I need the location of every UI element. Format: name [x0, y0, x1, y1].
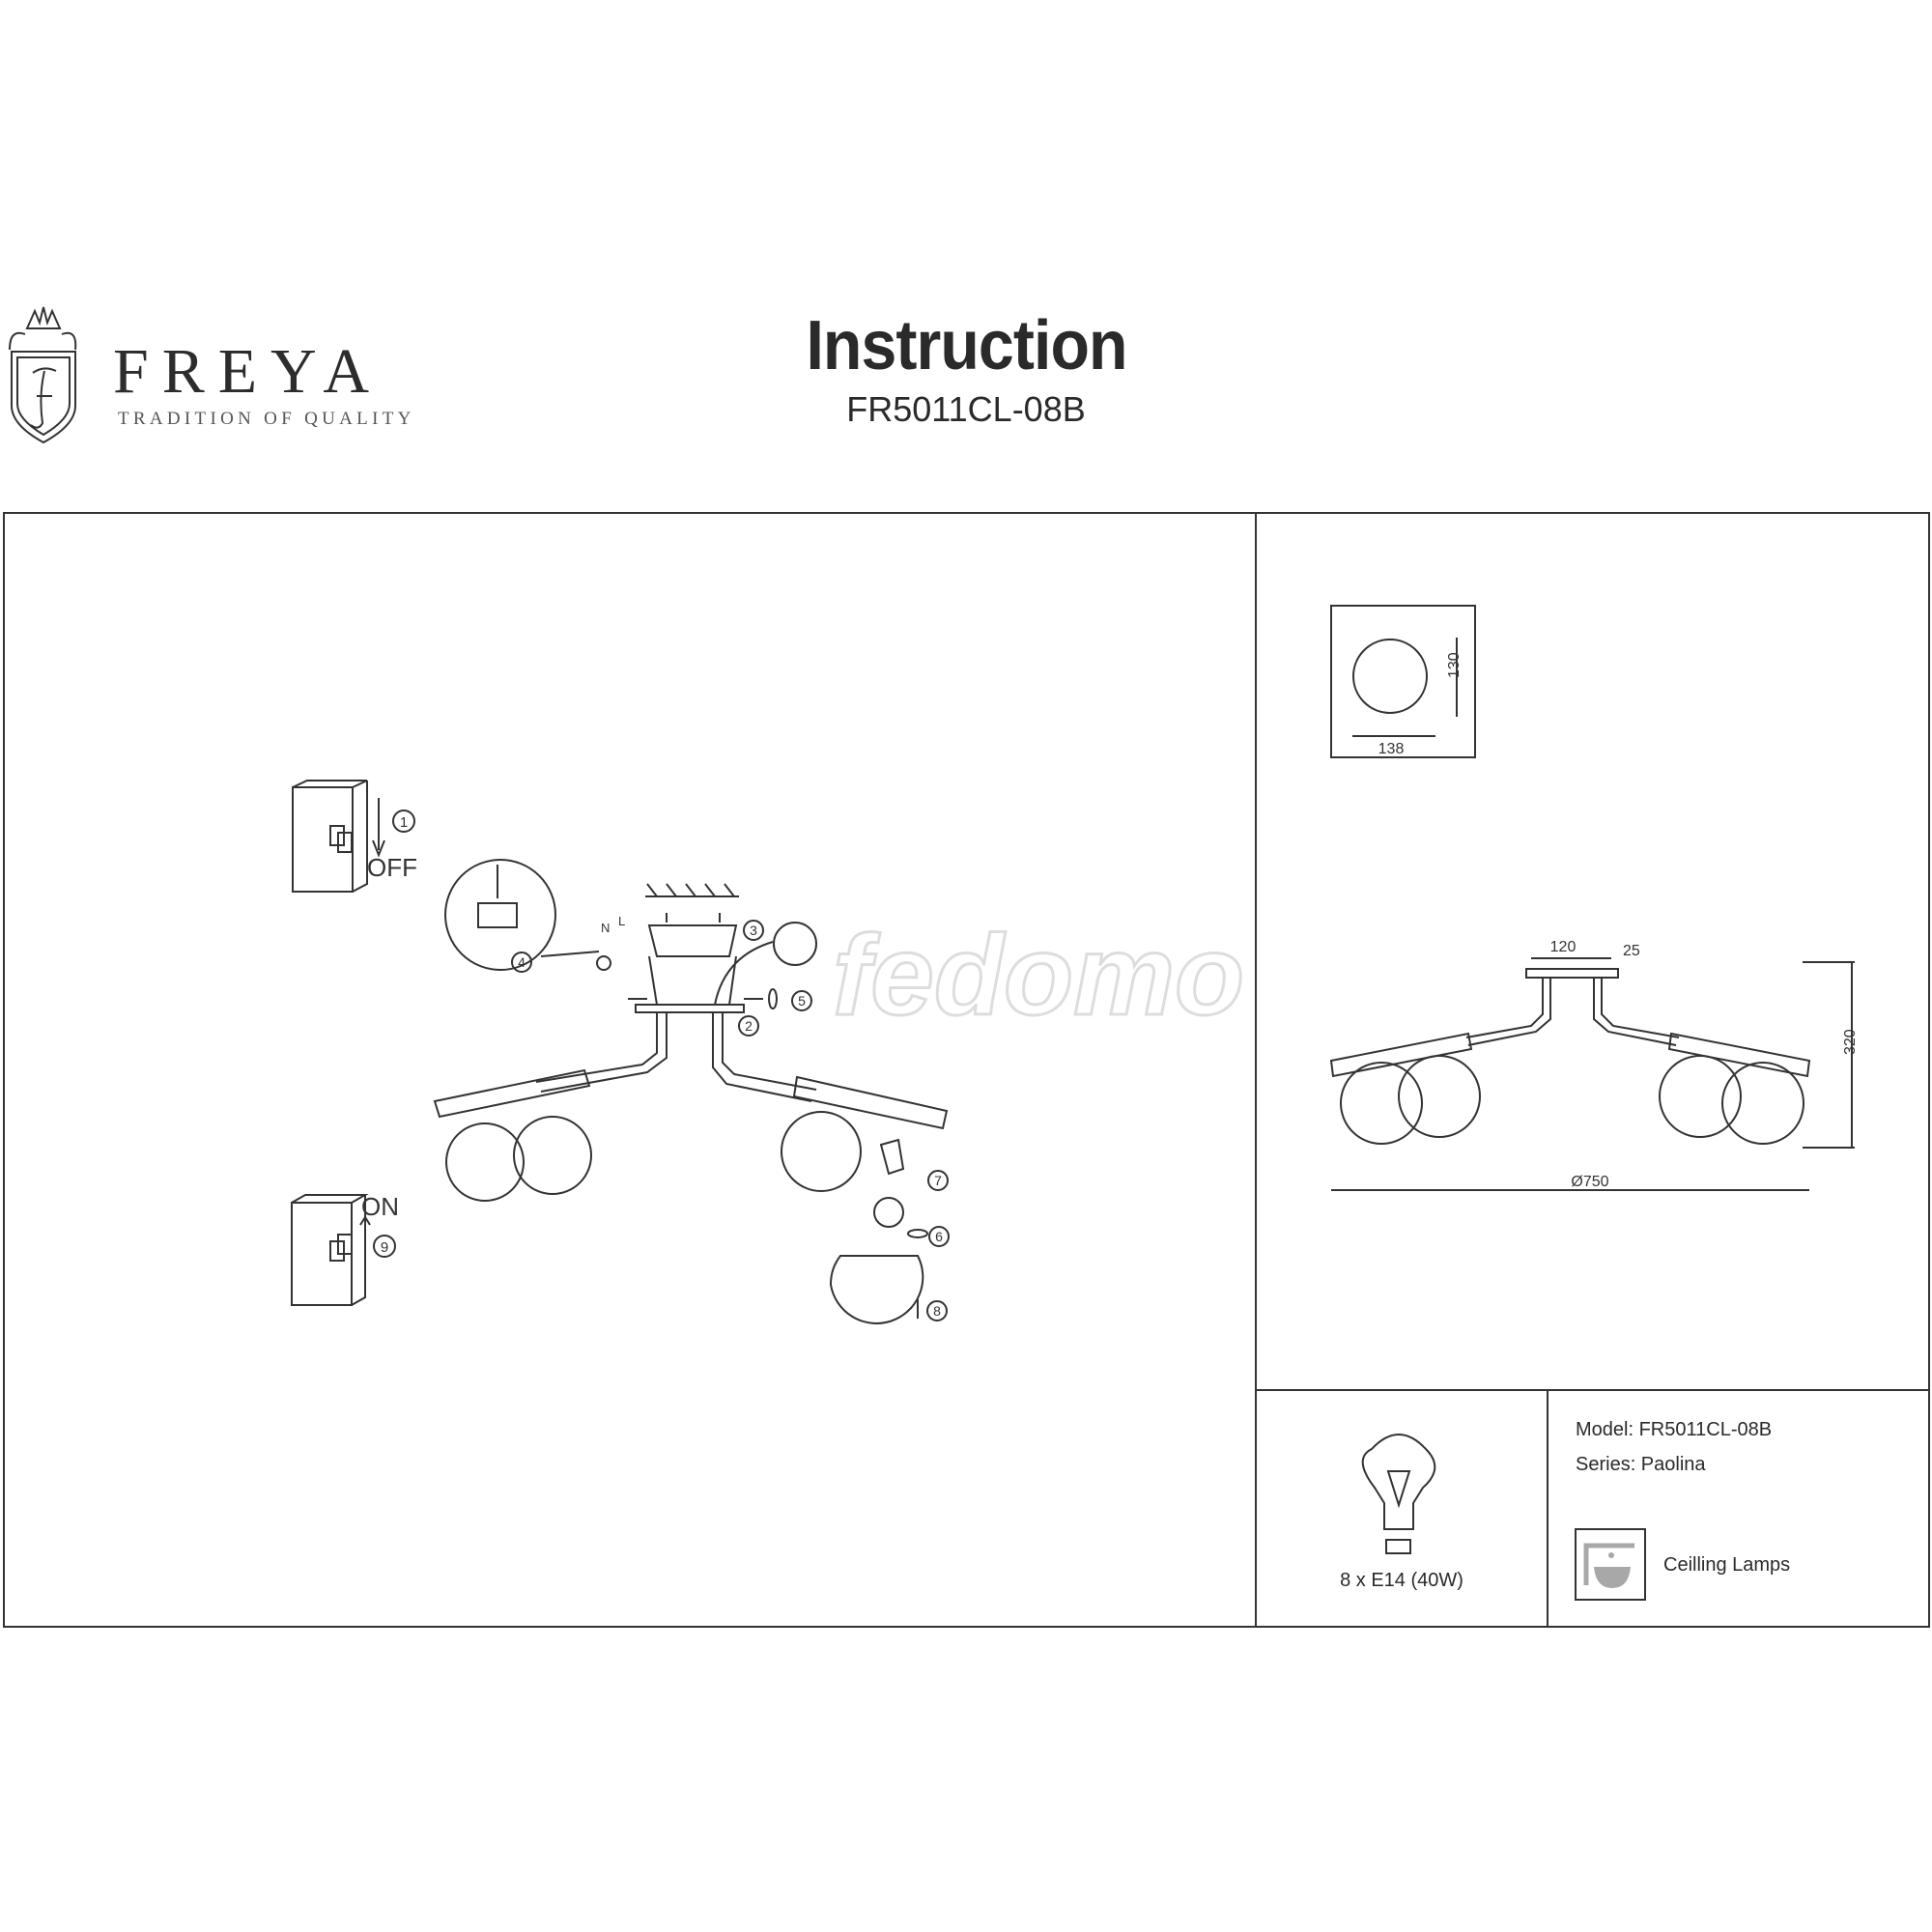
switch-on-illustration: 9 ON: [291, 1192, 399, 1306]
model-label: Model: FR5011CL-08B: [1576, 1419, 1773, 1440]
svg-text:5: 5: [798, 993, 806, 1009]
lamp-spec: 8 x E14 (40W): [1340, 1570, 1463, 1591]
svg-text:130: 130: [1446, 652, 1463, 678]
svg-text:7: 7: [934, 1173, 942, 1188]
switch-off-illustration: 1 OFF: [292, 780, 417, 893]
brand-tagline: TRADITION OF QUALITY: [118, 409, 415, 429]
assembly-illustration: 4 N L 3 2 5 7 6 8: [433, 859, 950, 1324]
svg-text:120: 120: [1550, 939, 1577, 955]
lamp-type-label: Ceilling Lamps: [1663, 1554, 1791, 1576]
watermark: fedomo: [833, 912, 1244, 1039]
bulb-icon: [1361, 1434, 1436, 1554]
svg-text:OFF: OFF: [367, 853, 417, 882]
svg-text:4: 4: [518, 954, 526, 970]
svg-text:1: 1: [400, 814, 408, 831]
svg-text:25: 25: [1623, 943, 1640, 959]
freya-crest-logo: [9, 306, 77, 444]
svg-text:138: 138: [1378, 741, 1405, 757]
svg-text:ON: ON: [361, 1192, 399, 1221]
svg-text:9: 9: [381, 1239, 388, 1256]
model-code: FR5011CL-08B: [846, 389, 1086, 429]
shade-dimension-drawing: 130 138: [1330, 605, 1476, 758]
svg-text:L: L: [618, 914, 625, 928]
svg-text:Ø750: Ø750: [1571, 1174, 1608, 1190]
page-title: Instruction: [0, 311, 1932, 381]
main-frame: [3, 512, 1930, 1628]
series-label: Series: Paolina: [1576, 1454, 1706, 1475]
svg-text:8: 8: [933, 1303, 941, 1319]
svg-text:320: 320: [1842, 1029, 1859, 1055]
brand-name: FREYA: [113, 336, 384, 407]
svg-text:6: 6: [935, 1229, 943, 1244]
ceiling-lamp-icon: [1575, 1528, 1646, 1601]
svg-text:2: 2: [745, 1018, 753, 1034]
svg-text:3: 3: [750, 923, 757, 938]
side-view-dimension-drawing: 120 25 320 Ø750: [1329, 939, 1859, 1191]
svg-text:N: N: [601, 921, 610, 935]
title-text: Instruction: [805, 307, 1127, 384]
